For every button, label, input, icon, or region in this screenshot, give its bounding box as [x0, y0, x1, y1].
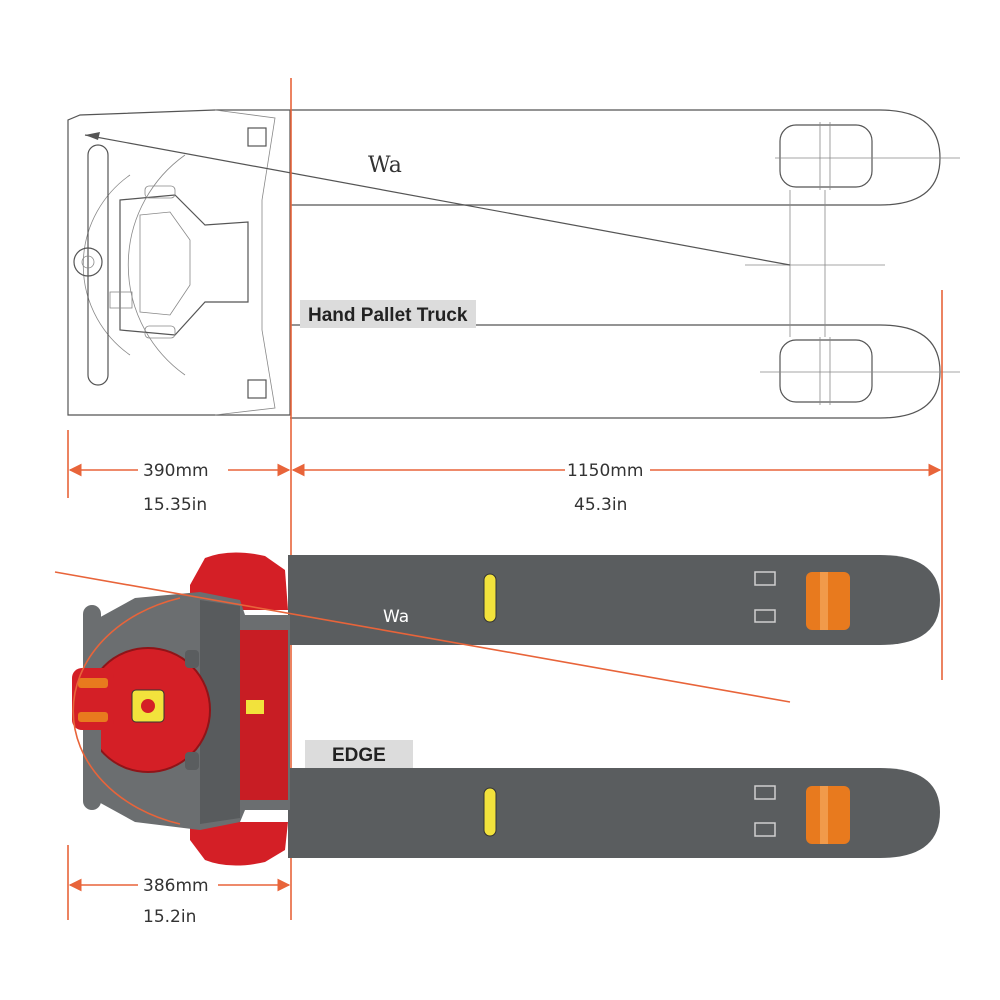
warning-sticker [246, 700, 264, 714]
red-compartment [240, 630, 288, 800]
edge-turning-radius: Wa [54, 571, 791, 825]
fork-lower-edge [288, 768, 940, 858]
pump-pivot [73, 247, 103, 277]
dimension-386-mm: 386mm [143, 876, 209, 896]
edge-label: EDGE [305, 740, 413, 768]
emergency-stop-button [141, 699, 155, 713]
handle-swing-arc-inner [82, 174, 131, 356]
label-edge: EDGE [332, 745, 386, 766]
chassis-hole [247, 127, 267, 147]
dimension-390-in: 15.35in [143, 495, 207, 515]
dimension-labels: 390mm 15.35in 1150mm 45.3in 386mm 15.2in [138, 458, 650, 927]
chassis-outline [67, 109, 291, 416]
dimension-1150-in: 45.3in [574, 495, 627, 515]
edge-wa-radius-line [54, 571, 791, 703]
handle-bar [87, 144, 109, 386]
fork-marker-lower [483, 787, 497, 837]
chassis-hole [247, 379, 267, 399]
fork-marker-upper [483, 573, 497, 623]
hand-pallet-truck-label: Hand Pallet Truck [300, 300, 476, 328]
hand-pallet-truck-drawing: Wa [67, 109, 960, 419]
fork-lower [290, 324, 941, 419]
label-hand-pallet-truck: Hand Pallet Truck [308, 305, 468, 326]
load-wheel-lower [779, 339, 873, 403]
red-cover-lower [190, 822, 288, 866]
load-wheel-upper [779, 124, 873, 188]
fork-upper-edge [288, 555, 940, 645]
wa-label-bottom: Wa [383, 607, 409, 627]
pump-housing [119, 194, 249, 336]
handle-swing-arc [127, 154, 186, 376]
edge-swing-arc [72, 597, 181, 825]
wa-radius-line [84, 134, 791, 266]
dimension-1150-mm: 1150mm [567, 461, 643, 481]
dimension-390-mm: 390mm [143, 461, 209, 481]
edge-pallet-truck-drawing [72, 552, 940, 866]
chassis-inner-edge [214, 109, 276, 416]
dimension-386-in: 15.2in [143, 907, 196, 927]
wa-label-top: Wa [368, 153, 402, 178]
